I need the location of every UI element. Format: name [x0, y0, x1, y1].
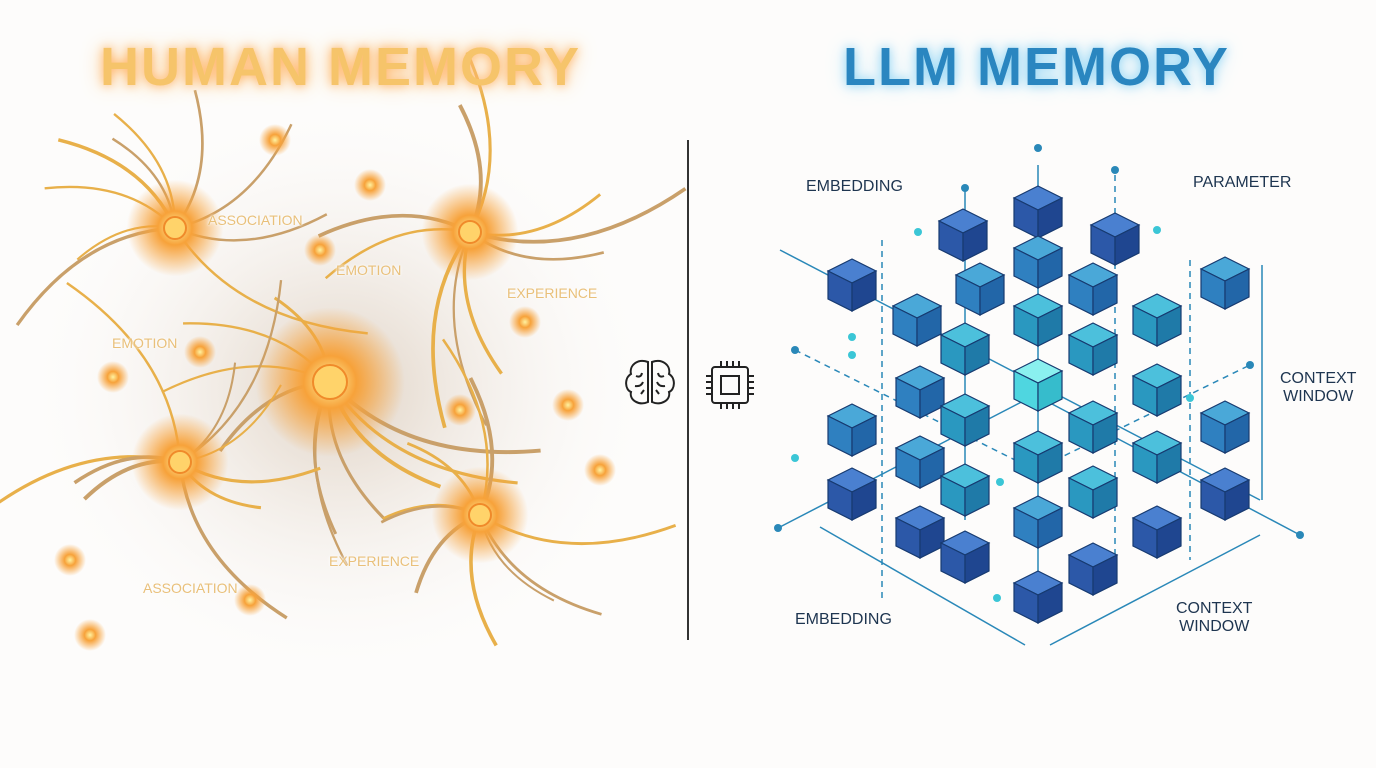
- neuron-soma: [312, 364, 348, 400]
- parameter-cube: [826, 258, 878, 312]
- synapse-node: [234, 584, 266, 616]
- embedding-point: [848, 351, 856, 359]
- parameter-cube: [939, 463, 991, 517]
- label-embedding-bottom: EMBEDDING: [795, 611, 892, 628]
- synapse-node: [304, 234, 336, 266]
- label-association: ASSOCIATION: [143, 580, 238, 596]
- llm-memory-title: LLM MEMORY: [843, 37, 1230, 97]
- arrow-head: [774, 524, 782, 532]
- parameter-cube: [1067, 262, 1119, 316]
- label-context-window-right: CONTEXT WINDOW: [1280, 370, 1357, 405]
- arrow-head: [791, 346, 799, 354]
- parameter-cube: [826, 467, 878, 521]
- arrow-head: [1111, 166, 1119, 174]
- embedding-point: [914, 228, 922, 236]
- embedding-point: [1186, 394, 1194, 402]
- neuron-soma: [458, 220, 482, 244]
- arrow-head: [1296, 531, 1304, 539]
- neuron-soma: [163, 216, 187, 240]
- neuron-soma: [168, 450, 192, 474]
- parameter-cube: [826, 403, 878, 457]
- parameter-cube: [1012, 430, 1064, 484]
- synapse-node: [354, 169, 386, 201]
- grid-line: [1049, 534, 1261, 646]
- parameter-cube: [1131, 505, 1183, 559]
- divider: [687, 140, 689, 640]
- label-emotion: EMOTION: [112, 335, 178, 351]
- parameter-cube: [1131, 293, 1183, 347]
- label-experience: EXPERIENCE: [507, 285, 598, 301]
- grid-line: [1034, 364, 1251, 471]
- parameter-cube: [1089, 212, 1141, 266]
- arrow-head: [1034, 144, 1042, 152]
- embedding-point: [848, 333, 856, 341]
- embedding-point: [996, 478, 1004, 486]
- embedding-point: [791, 454, 799, 462]
- parameter-cube: [1199, 400, 1251, 454]
- parameter-cube: [1012, 358, 1064, 412]
- synapse-node: [74, 619, 106, 651]
- parameter-cube: [1067, 400, 1119, 454]
- parameter-cube: [894, 505, 946, 559]
- parameter-cube: [1199, 256, 1251, 310]
- parameter-cube: [1067, 465, 1119, 519]
- grid-line: [819, 526, 1026, 646]
- parameter-cube: [894, 435, 946, 489]
- synapse-node: [259, 124, 291, 156]
- parameter-cube: [1012, 495, 1064, 549]
- parameter-cube: [1067, 322, 1119, 376]
- label-parameter: PARAMETER: [1193, 174, 1292, 191]
- parameter-cube: [1199, 467, 1251, 521]
- parameter-cube: [954, 262, 1006, 316]
- embedding-point: [993, 594, 1001, 602]
- label-association: ASSOCIATION: [208, 212, 303, 228]
- arrow-head: [1246, 361, 1254, 369]
- parameter-cube: [894, 365, 946, 419]
- label-embedding-top: EMBEDDING: [806, 178, 903, 195]
- parameter-cube: [891, 293, 943, 347]
- label-experience: EXPERIENCE: [329, 553, 420, 569]
- synapse-node: [444, 394, 476, 426]
- parameter-cube: [1067, 542, 1119, 596]
- synapse-node: [509, 306, 541, 338]
- parameter-cube: [1012, 570, 1064, 624]
- parameter-cube: [1131, 430, 1183, 484]
- embedding-point: [1153, 226, 1161, 234]
- human-memory-title: HUMAN MEMORY: [100, 37, 581, 97]
- synapse-node: [54, 544, 86, 576]
- parameter-cube: [937, 208, 989, 262]
- parameter-cube: [1012, 185, 1064, 239]
- neuron-network-illustration: [0, 51, 687, 690]
- parameter-cube: [1012, 235, 1064, 289]
- parameter-cube: [939, 530, 991, 584]
- label-context-window-bottom: CONTEXT WINDOW: [1176, 600, 1253, 635]
- synapse-node: [184, 336, 216, 368]
- parameter-cube: [939, 393, 991, 447]
- synapse-node: [97, 361, 129, 393]
- neuron-soma: [468, 503, 492, 527]
- label-emotion: EMOTION: [336, 262, 402, 278]
- parameter-cube: [1012, 293, 1064, 347]
- synapse-node: [584, 454, 616, 486]
- chip-icon: [703, 360, 757, 415]
- parameter-cube: [1131, 363, 1183, 417]
- parameter-cube: [939, 322, 991, 376]
- synapse-node: [552, 389, 584, 421]
- arrow-head: [961, 184, 969, 192]
- brain-icon: [623, 358, 677, 413]
